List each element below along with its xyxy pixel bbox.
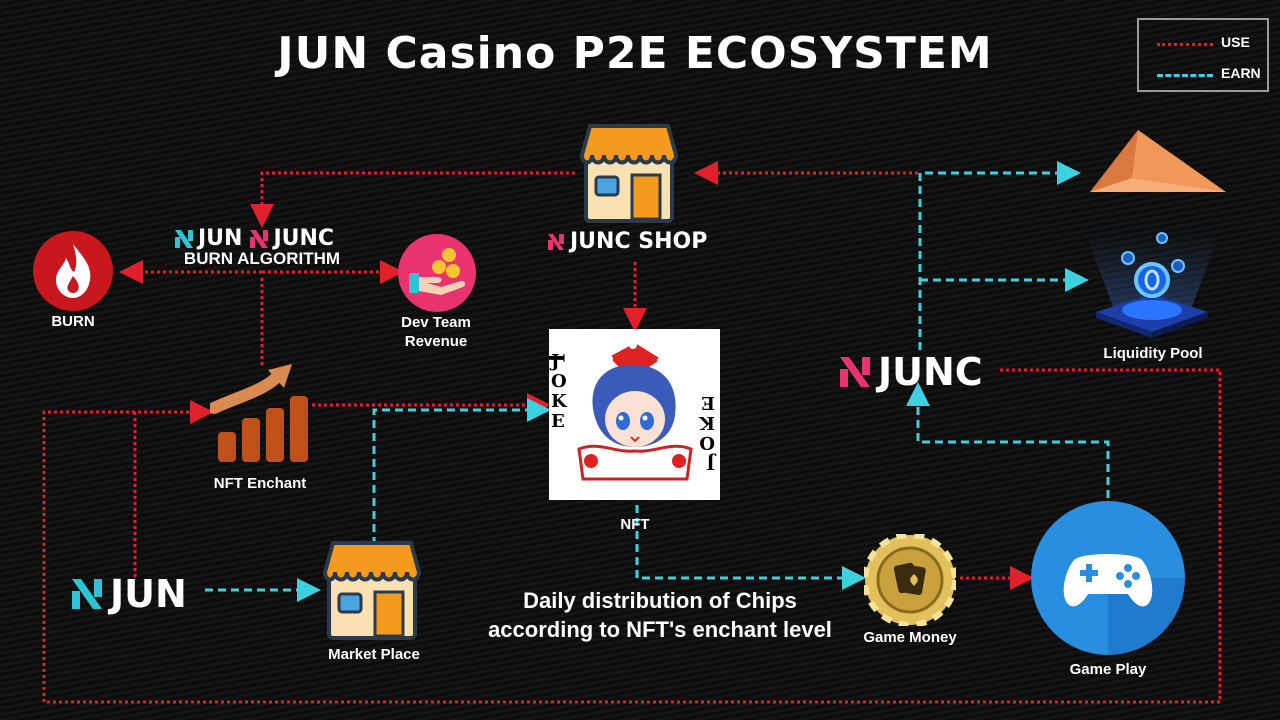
liquidity-pool-node <box>1080 228 1225 340</box>
svg-text:E: E <box>551 411 565 432</box>
dev-team-label-line2: Revenue <box>404 333 468 350</box>
legend-use-line <box>1157 43 1213 46</box>
legend-use-label: USE <box>1221 34 1250 50</box>
market-place-label: Market Place <box>328 646 420 663</box>
shop-icon <box>322 541 422 640</box>
game-money-node <box>862 532 958 628</box>
liquidity-pool-label: Liquidity Pool <box>1103 345 1203 362</box>
dev-team-label-line1: Dev Team <box>401 314 471 331</box>
game-play-node <box>1030 500 1186 656</box>
svg-text:K: K <box>551 391 568 412</box>
junc-n-icon <box>840 357 870 387</box>
caption-line2: according to NFT's enchant level <box>488 617 832 642</box>
page-title: JUN Casino P2E ECOSYSTEM <box>277 28 993 79</box>
shop-icon <box>579 124 679 223</box>
coins-hand-icon <box>398 234 476 312</box>
jun-text: JUN <box>110 572 187 616</box>
legend: USE EARN <box>1137 18 1269 92</box>
svg-text:O: O <box>699 432 715 453</box>
nft-card: J J O K E J O K E <box>545 329 720 500</box>
market-place-node <box>322 540 422 642</box>
jun-n-icon <box>175 229 193 248</box>
game-play-label: Game Play <box>1069 661 1147 678</box>
jun-n-icon <box>72 579 102 609</box>
burn-algorithm-label: BURN ALGORITHM <box>183 249 341 268</box>
dev-team-label: Dev Team Revenue <box>380 313 492 351</box>
junc-shop-node <box>579 123 679 225</box>
nft-enchant-label: NFT Enchant <box>213 475 307 492</box>
junc-n-icon <box>548 233 564 250</box>
junc-shop-logo: JUNC SHOP <box>546 229 707 254</box>
nft-enchant-node <box>208 362 312 462</box>
dev-team-node <box>397 233 477 313</box>
svg-text:K: K <box>698 412 715 433</box>
junc-text: JUNC <box>878 350 983 394</box>
svg-text:J: J <box>706 452 717 473</box>
game-money-label: Game Money <box>863 629 957 646</box>
junc-n-icon <box>250 229 269 248</box>
burn-label: BURN <box>51 313 95 330</box>
joker-card-icon: J J O K E J O K E <box>545 341 717 481</box>
pool-icon <box>1086 232 1219 338</box>
svg-text:J: J <box>549 351 569 362</box>
svg-text:E: E <box>701 392 715 413</box>
growth-chart-icon <box>208 364 308 462</box>
caption-line1: Daily distribution of Chips <box>523 588 797 613</box>
triangle-logo-icon <box>1090 130 1226 192</box>
nft-label: NFT <box>620 516 650 533</box>
svg-text:J: J <box>549 351 560 372</box>
junc-text: JUNC <box>273 226 335 251</box>
jun-logo: JUN <box>70 572 187 616</box>
legend-earn-line <box>1157 74 1213 77</box>
burn-node <box>32 230 114 312</box>
coin-chip-icon <box>862 532 958 628</box>
junc-logo: JUNC <box>838 350 983 394</box>
distribution-caption: Daily distribution of Chips according to… <box>450 586 870 644</box>
legend-earn-label: EARN <box>1221 65 1261 81</box>
fire-icon <box>33 231 113 311</box>
burn-algorithm-logos: JUN JUNC <box>173 226 334 251</box>
junc-shop-text: JUNC SHOP <box>570 229 708 254</box>
svg-text:O: O <box>551 371 567 392</box>
gamepad-icon <box>1031 501 1185 655</box>
jun-text: JUN <box>198 226 243 251</box>
triangle-logo-node <box>1088 128 1228 194</box>
